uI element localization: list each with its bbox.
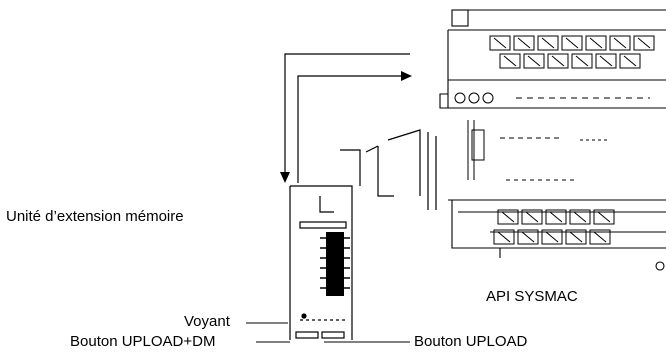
download-arrow [285,54,410,176]
upload-button-label: Bouton UPLOAD [414,333,527,351]
transfer-arrows [280,54,412,183]
plc-leds [455,93,650,103]
memory-unit [290,186,352,340]
plc-unit [440,10,666,270]
memory-unit-label: Unité d’extension mémoire [6,208,184,226]
plc-middle [468,120,610,180]
upload-arrow [298,76,404,183]
upload-dm-button-shape [296,332,318,338]
connector-plug [340,130,436,210]
top-terminals [490,36,654,68]
upload-dm-button-label: Bouton UPLOAD+DM [70,333,215,351]
upload-arrowhead [401,71,412,81]
bottom-terminals [494,210,614,244]
indicator-led [302,314,306,318]
upload-button-shape [322,332,344,338]
indicator-label: Voyant [184,313,230,331]
download-arrowhead [280,172,290,183]
plc-label: API SYSMAC [486,288,578,306]
